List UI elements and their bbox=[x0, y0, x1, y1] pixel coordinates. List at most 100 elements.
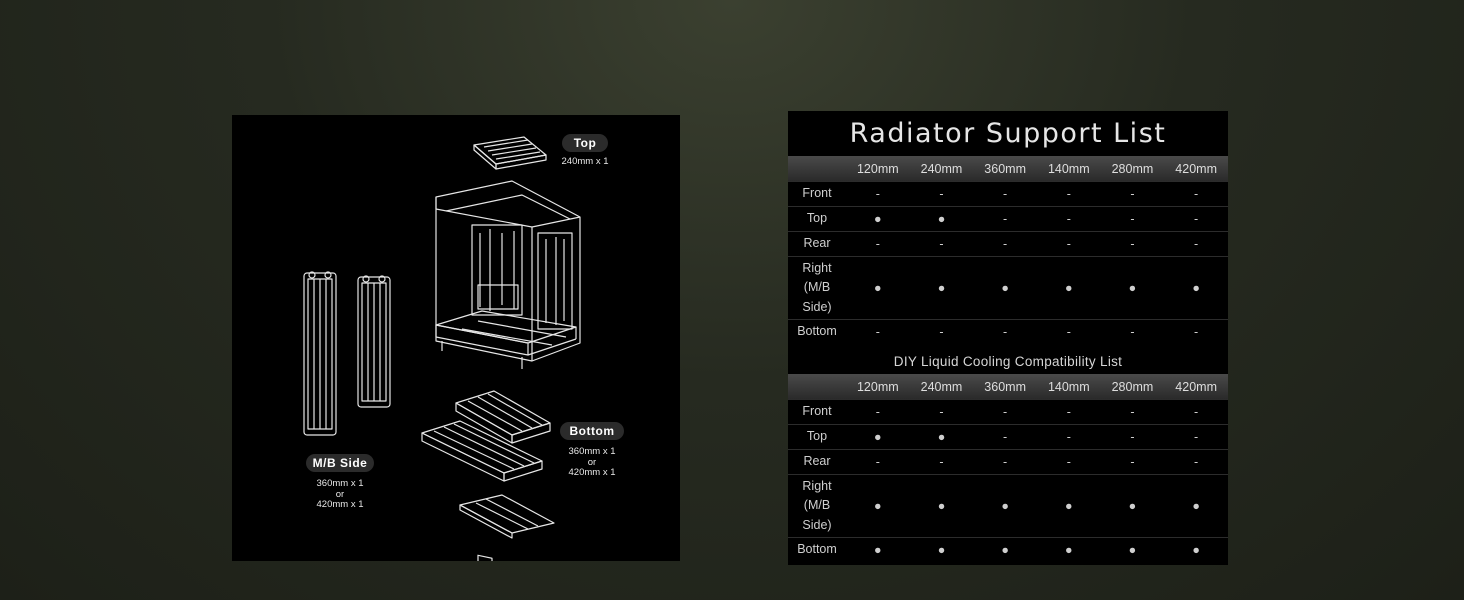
radiator-list-title: Radiator Support List bbox=[849, 118, 1167, 149]
support-cell: - bbox=[909, 399, 974, 425]
bottom-spec-line: or bbox=[587, 456, 597, 468]
column-header: 240mm bbox=[909, 156, 974, 182]
support-cell: ● bbox=[973, 474, 1037, 538]
row-label-line: Bottom bbox=[797, 542, 837, 557]
support-cell: ● bbox=[846, 474, 910, 538]
support-cell: - bbox=[1100, 449, 1165, 475]
row-label-line: Side) bbox=[802, 299, 832, 314]
support-cell: ● bbox=[973, 537, 1037, 562]
support-cell: ● bbox=[909, 256, 974, 320]
bottom-radiator-2-drawing bbox=[421, 420, 543, 482]
support-cell: - bbox=[1100, 319, 1165, 344]
bottom-radiator-1-drawing bbox=[455, 390, 551, 444]
table-row: Bottom------ bbox=[788, 319, 1228, 344]
support-cell: ● bbox=[1100, 474, 1165, 538]
side-spec-line: or bbox=[335, 488, 345, 500]
row-label: Front bbox=[788, 399, 846, 425]
support-cell: - bbox=[1036, 206, 1101, 232]
side-radiator-2-drawing bbox=[357, 275, 391, 408]
support-cell: - bbox=[846, 181, 910, 207]
bottom-spec-line: 420mm x 1 bbox=[568, 467, 616, 478]
support-cell: - bbox=[1164, 319, 1228, 344]
support-cell: ● bbox=[909, 424, 974, 450]
column-header: 140mm bbox=[1036, 374, 1101, 400]
column-header: 120mm bbox=[846, 156, 910, 182]
support-cell: - bbox=[846, 399, 910, 425]
support-cell: - bbox=[973, 231, 1037, 257]
support-cell: - bbox=[1100, 181, 1165, 207]
top-label: Top bbox=[562, 134, 608, 152]
row-label-line: Side) bbox=[802, 517, 832, 532]
row-label-line: Rear bbox=[803, 454, 831, 469]
row-label-line: Front bbox=[802, 404, 832, 419]
row-label-line: Bottom bbox=[797, 324, 837, 339]
table-row: Front------ bbox=[788, 399, 1228, 425]
support-cell: - bbox=[846, 231, 910, 257]
support-cell: - bbox=[1100, 424, 1165, 450]
support-cell: ● bbox=[1036, 537, 1101, 562]
support-cell: ● bbox=[1164, 537, 1228, 562]
support-cell: - bbox=[1100, 399, 1165, 425]
support-cell: ● bbox=[1100, 537, 1165, 562]
support-cell: - bbox=[846, 319, 910, 344]
bottom-spec: 360mm x 1 or 420mm x 1 bbox=[556, 446, 628, 479]
support-cell: ● bbox=[909, 474, 974, 538]
support-cell: ● bbox=[1036, 256, 1101, 320]
support-cell: - bbox=[1164, 399, 1228, 425]
row-label: Top bbox=[788, 424, 846, 450]
support-cell: - bbox=[1164, 181, 1228, 207]
column-header: 420mm bbox=[1164, 374, 1228, 400]
support-cell: - bbox=[973, 206, 1037, 232]
support-cell: - bbox=[1164, 424, 1228, 450]
top-radiator-drawing bbox=[473, 136, 547, 170]
support-cell: - bbox=[973, 399, 1037, 425]
table-row: Rear------ bbox=[788, 449, 1228, 475]
support-cell: - bbox=[909, 181, 974, 207]
support-cell: ● bbox=[846, 256, 910, 320]
row-label-line: Right bbox=[802, 478, 832, 493]
table-row: Top●●---- bbox=[788, 206, 1228, 232]
support-cell: - bbox=[909, 231, 974, 257]
support-cell: ● bbox=[1036, 474, 1101, 538]
bottom-bracket-drawing bbox=[459, 494, 555, 561]
side-spec-line: 360mm x 1 bbox=[316, 478, 364, 489]
row-label: Rear bbox=[788, 449, 846, 475]
support-cell: - bbox=[1100, 206, 1165, 232]
support-cell: - bbox=[1036, 231, 1101, 257]
row-label-line: Front bbox=[802, 186, 832, 201]
column-header bbox=[788, 156, 846, 182]
support-cell: - bbox=[1164, 231, 1228, 257]
row-label: Front bbox=[788, 181, 846, 207]
row-label-line: (M/B bbox=[803, 280, 831, 295]
side-spec: 360mm x 1 or 420mm x 1 bbox=[304, 478, 376, 511]
bottom-label: Bottom bbox=[560, 422, 624, 440]
table-row: Bottom●●●●●● bbox=[788, 537, 1228, 562]
support-cell: - bbox=[846, 449, 910, 475]
row-label: Rear bbox=[788, 231, 846, 257]
table-row: Top●●---- bbox=[788, 424, 1228, 450]
column-header bbox=[788, 374, 846, 400]
row-label: Bottom bbox=[788, 319, 846, 344]
support-cell: - bbox=[909, 319, 974, 344]
support-cell: - bbox=[973, 319, 1037, 344]
column-header: 360mm bbox=[973, 374, 1037, 400]
row-label: Top bbox=[788, 206, 846, 232]
column-header: 420mm bbox=[1164, 156, 1228, 182]
support-cell: ● bbox=[1164, 474, 1228, 538]
side-label: M/B Side bbox=[306, 454, 374, 472]
column-header: 120mm bbox=[846, 374, 910, 400]
support-cell: ● bbox=[846, 537, 910, 562]
table-row: Front------ bbox=[788, 181, 1228, 207]
support-cell: ● bbox=[1100, 256, 1165, 320]
row-label: Bottom bbox=[788, 537, 846, 562]
support-cell: - bbox=[973, 424, 1037, 450]
case-chassis-drawing bbox=[435, 180, 581, 369]
support-cell: ● bbox=[1164, 256, 1228, 320]
side-radiator-1-drawing bbox=[303, 271, 337, 436]
support-cell: - bbox=[1036, 424, 1101, 450]
support-cell: - bbox=[909, 449, 974, 475]
